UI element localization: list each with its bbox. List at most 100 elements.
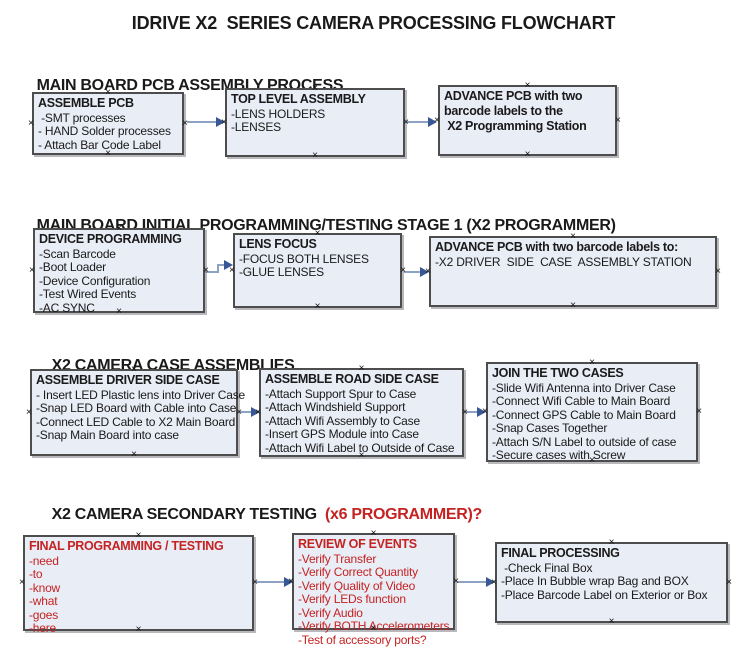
box-title: LENS FOCUS xyxy=(239,237,317,251)
connection-point-marker: × xyxy=(453,575,459,587)
connection-point-marker: × xyxy=(135,530,142,541)
flow-box-top-level-assembly: TOP LEVEL ASSEMBLY -LENS HOLDERS-LENSES … xyxy=(221,84,409,161)
flow-arrow-icon xyxy=(224,260,233,270)
flow-item: -SMT processes xyxy=(38,111,126,125)
connection-point-marker: × xyxy=(105,148,111,159)
flow-arrow-line xyxy=(457,581,487,583)
flow-item: - HAND Solder processes xyxy=(38,124,171,139)
connection-point-marker: × xyxy=(314,228,321,239)
flow-item: -need xyxy=(29,554,59,568)
box-items: -need-to-know-what-goes-here xyxy=(29,554,248,636)
box-items: -X2 DRIVER SIDE CASE ASSEMBLY STATION xyxy=(435,255,711,269)
flow-item: -Verify BOTH Accelerometers xyxy=(298,619,450,634)
connection-point-marker: × xyxy=(715,265,721,277)
box-items: -Check Final Box-Place In Bubble wrap Ba… xyxy=(501,561,722,602)
connection-point-marker: × xyxy=(482,406,488,417)
flow-item: -Place In Bubble wrap Bag and BOX xyxy=(501,574,689,589)
connection-point-marker: × xyxy=(203,264,209,276)
flow-item: -Device Configuration xyxy=(39,273,151,288)
connection-point-marker: × xyxy=(19,577,25,588)
flow-item: -Attach Support Spur to Case xyxy=(265,387,417,401)
flow-arrow-icon xyxy=(486,577,495,587)
flow-item: -AC SYNC xyxy=(39,300,95,315)
flow-arrow-line xyxy=(187,121,217,123)
flow-item: -Test Wired Events xyxy=(39,287,137,302)
flow-item: -Attach Windshield Support xyxy=(265,400,406,415)
flow-arrow-icon xyxy=(428,117,437,127)
flow-arrow-line xyxy=(256,581,285,583)
flow-item: -Scan Barcode xyxy=(39,247,116,261)
flow-item: -Insert GPS Module into Case xyxy=(265,427,419,442)
connection-point-marker: × xyxy=(28,117,34,129)
connection-point-marker: × xyxy=(370,528,377,539)
flow-box-review-of-events: REVIEW OF EVENTS -Verify Transfer-Verify… xyxy=(288,529,459,647)
flow-item: -Slide Wifi Antenna into Driver Case xyxy=(492,381,676,395)
connection-point-marker: × xyxy=(570,300,576,311)
flow-arrow-icon xyxy=(420,267,429,277)
flow-arrow-line xyxy=(217,264,225,266)
box-items: - Insert LED Plastic lens into Driver Ca… xyxy=(36,388,246,443)
connection-point-marker: × xyxy=(135,624,142,635)
flow-item: -Snap Cases Together xyxy=(492,421,608,436)
box-title: ASSEMBLE ROAD SIDE CASE xyxy=(265,372,439,386)
flow-item: -Snap LED Board with Cable into Case xyxy=(36,401,237,416)
box-items: -Attach Support Spur to Case-Attach Wind… xyxy=(265,387,458,455)
heading-red-text: (x6 PROGRAMMER)? xyxy=(316,506,482,523)
flow-item: -Boot Loader xyxy=(39,260,106,275)
flow-box-final-processing: FINAL PROCESSING -Check Final Box-Place … xyxy=(491,538,732,627)
flow-item: -LENS HOLDERS xyxy=(231,107,326,121)
flow-box-join-the-two-cases: JOIN THE TWO CASES -Slide Wifi Antenna i… xyxy=(482,358,702,466)
box-items: -FOCUS BOTH LENSES-GLUE LENSES xyxy=(239,252,396,280)
flow-item: -LENSES xyxy=(231,120,281,135)
connection-point-marker: × xyxy=(462,406,468,418)
box-title: REVIEW OF EVENTS xyxy=(298,537,417,551)
box-title: TOP LEVEL ASSEMBLY xyxy=(231,92,366,106)
flow-item: -Test of accessory ports? xyxy=(298,632,427,647)
box-title: FINAL PROCESSING xyxy=(501,546,620,560)
box-title: ADVANCE PCB with two barcode labels to: xyxy=(435,240,678,254)
connection-point-marker: × xyxy=(524,149,531,160)
flow-item: -Attach Wifi Assembly to Case xyxy=(265,413,420,428)
connection-point-marker: × xyxy=(358,450,365,461)
flow-item: -Verify Transfer xyxy=(298,552,377,566)
flow-item: -Place Barcode Label on Exterior or Box xyxy=(501,587,708,602)
page-title: IDRIVE X2 SERIES CAMERA PROCESSING FLOWC… xyxy=(131,13,616,33)
flow-item: -Attach S/N Label to outside of case xyxy=(492,434,677,449)
box-items: -Scan Barcode-Boot Loader-Device Configu… xyxy=(39,247,199,315)
connection-point-marker: × xyxy=(425,265,431,277)
flow-arrow-line xyxy=(404,271,421,273)
connection-point-marker: × xyxy=(608,616,615,627)
connection-point-marker: × xyxy=(400,264,406,276)
box-title: FINAL PROGRAMMING / TESTING xyxy=(29,539,224,553)
connection-point-marker: × xyxy=(252,577,258,588)
flow-box-assemble-pcb: ASSEMBLE PCB -SMT processes- HAND Solder… xyxy=(28,88,188,159)
flow-box-device-programming: DEVICE PROGRAMMING -Scan Barcode-Boot Lo… xyxy=(29,224,209,317)
flow-item: -Verify Quality of Video xyxy=(298,578,416,593)
flow-arrow-line xyxy=(407,121,429,123)
flow-box-assemble-driver-side-case: ASSEMBLE DRIVER SIDE CASE - Insert LED P… xyxy=(26,365,246,460)
flow-item: -here xyxy=(29,621,57,636)
box-title: DEVICE PROGRAMMING xyxy=(39,232,182,246)
flow-item: - Insert LED Plastic lens into Driver Ca… xyxy=(36,388,246,402)
box-title: ASSEMBLE PCB xyxy=(38,96,134,110)
box-items: -Verify Transfer-Verify Correct Quantity… xyxy=(298,552,450,647)
flow-item: -Connect GPS Cable to Main Board xyxy=(492,407,676,422)
flow-item: -Attach Wifi Label to Outside of Case xyxy=(265,440,455,455)
connection-point-marker: × xyxy=(570,231,576,242)
flow-item: -Verify Correct Quantity xyxy=(298,565,418,580)
flow-item: -Connect Wifi Cable to Main Board xyxy=(492,394,671,409)
flow-item: -GLUE LENSES xyxy=(239,265,324,280)
connection-point-marker: × xyxy=(236,406,242,418)
connection-point-marker: × xyxy=(312,83,318,94)
connection-point-marker: × xyxy=(524,80,531,91)
flow-arrow-icon xyxy=(251,407,260,417)
connection-point-marker: × xyxy=(358,363,365,374)
flow-arrow-line xyxy=(466,411,478,413)
heading-text: X2 CAMERA SECONDARY TESTING xyxy=(51,506,317,523)
connection-point-marker: × xyxy=(116,306,122,317)
connection-point-marker: × xyxy=(491,576,497,588)
flow-box-assemble-road-side-case: ASSEMBLE ROAD SIDE CASE -Attach Support … xyxy=(255,364,468,461)
flow-item: -Verify LEDs function xyxy=(298,592,406,607)
flow-arrow-line xyxy=(240,411,252,413)
